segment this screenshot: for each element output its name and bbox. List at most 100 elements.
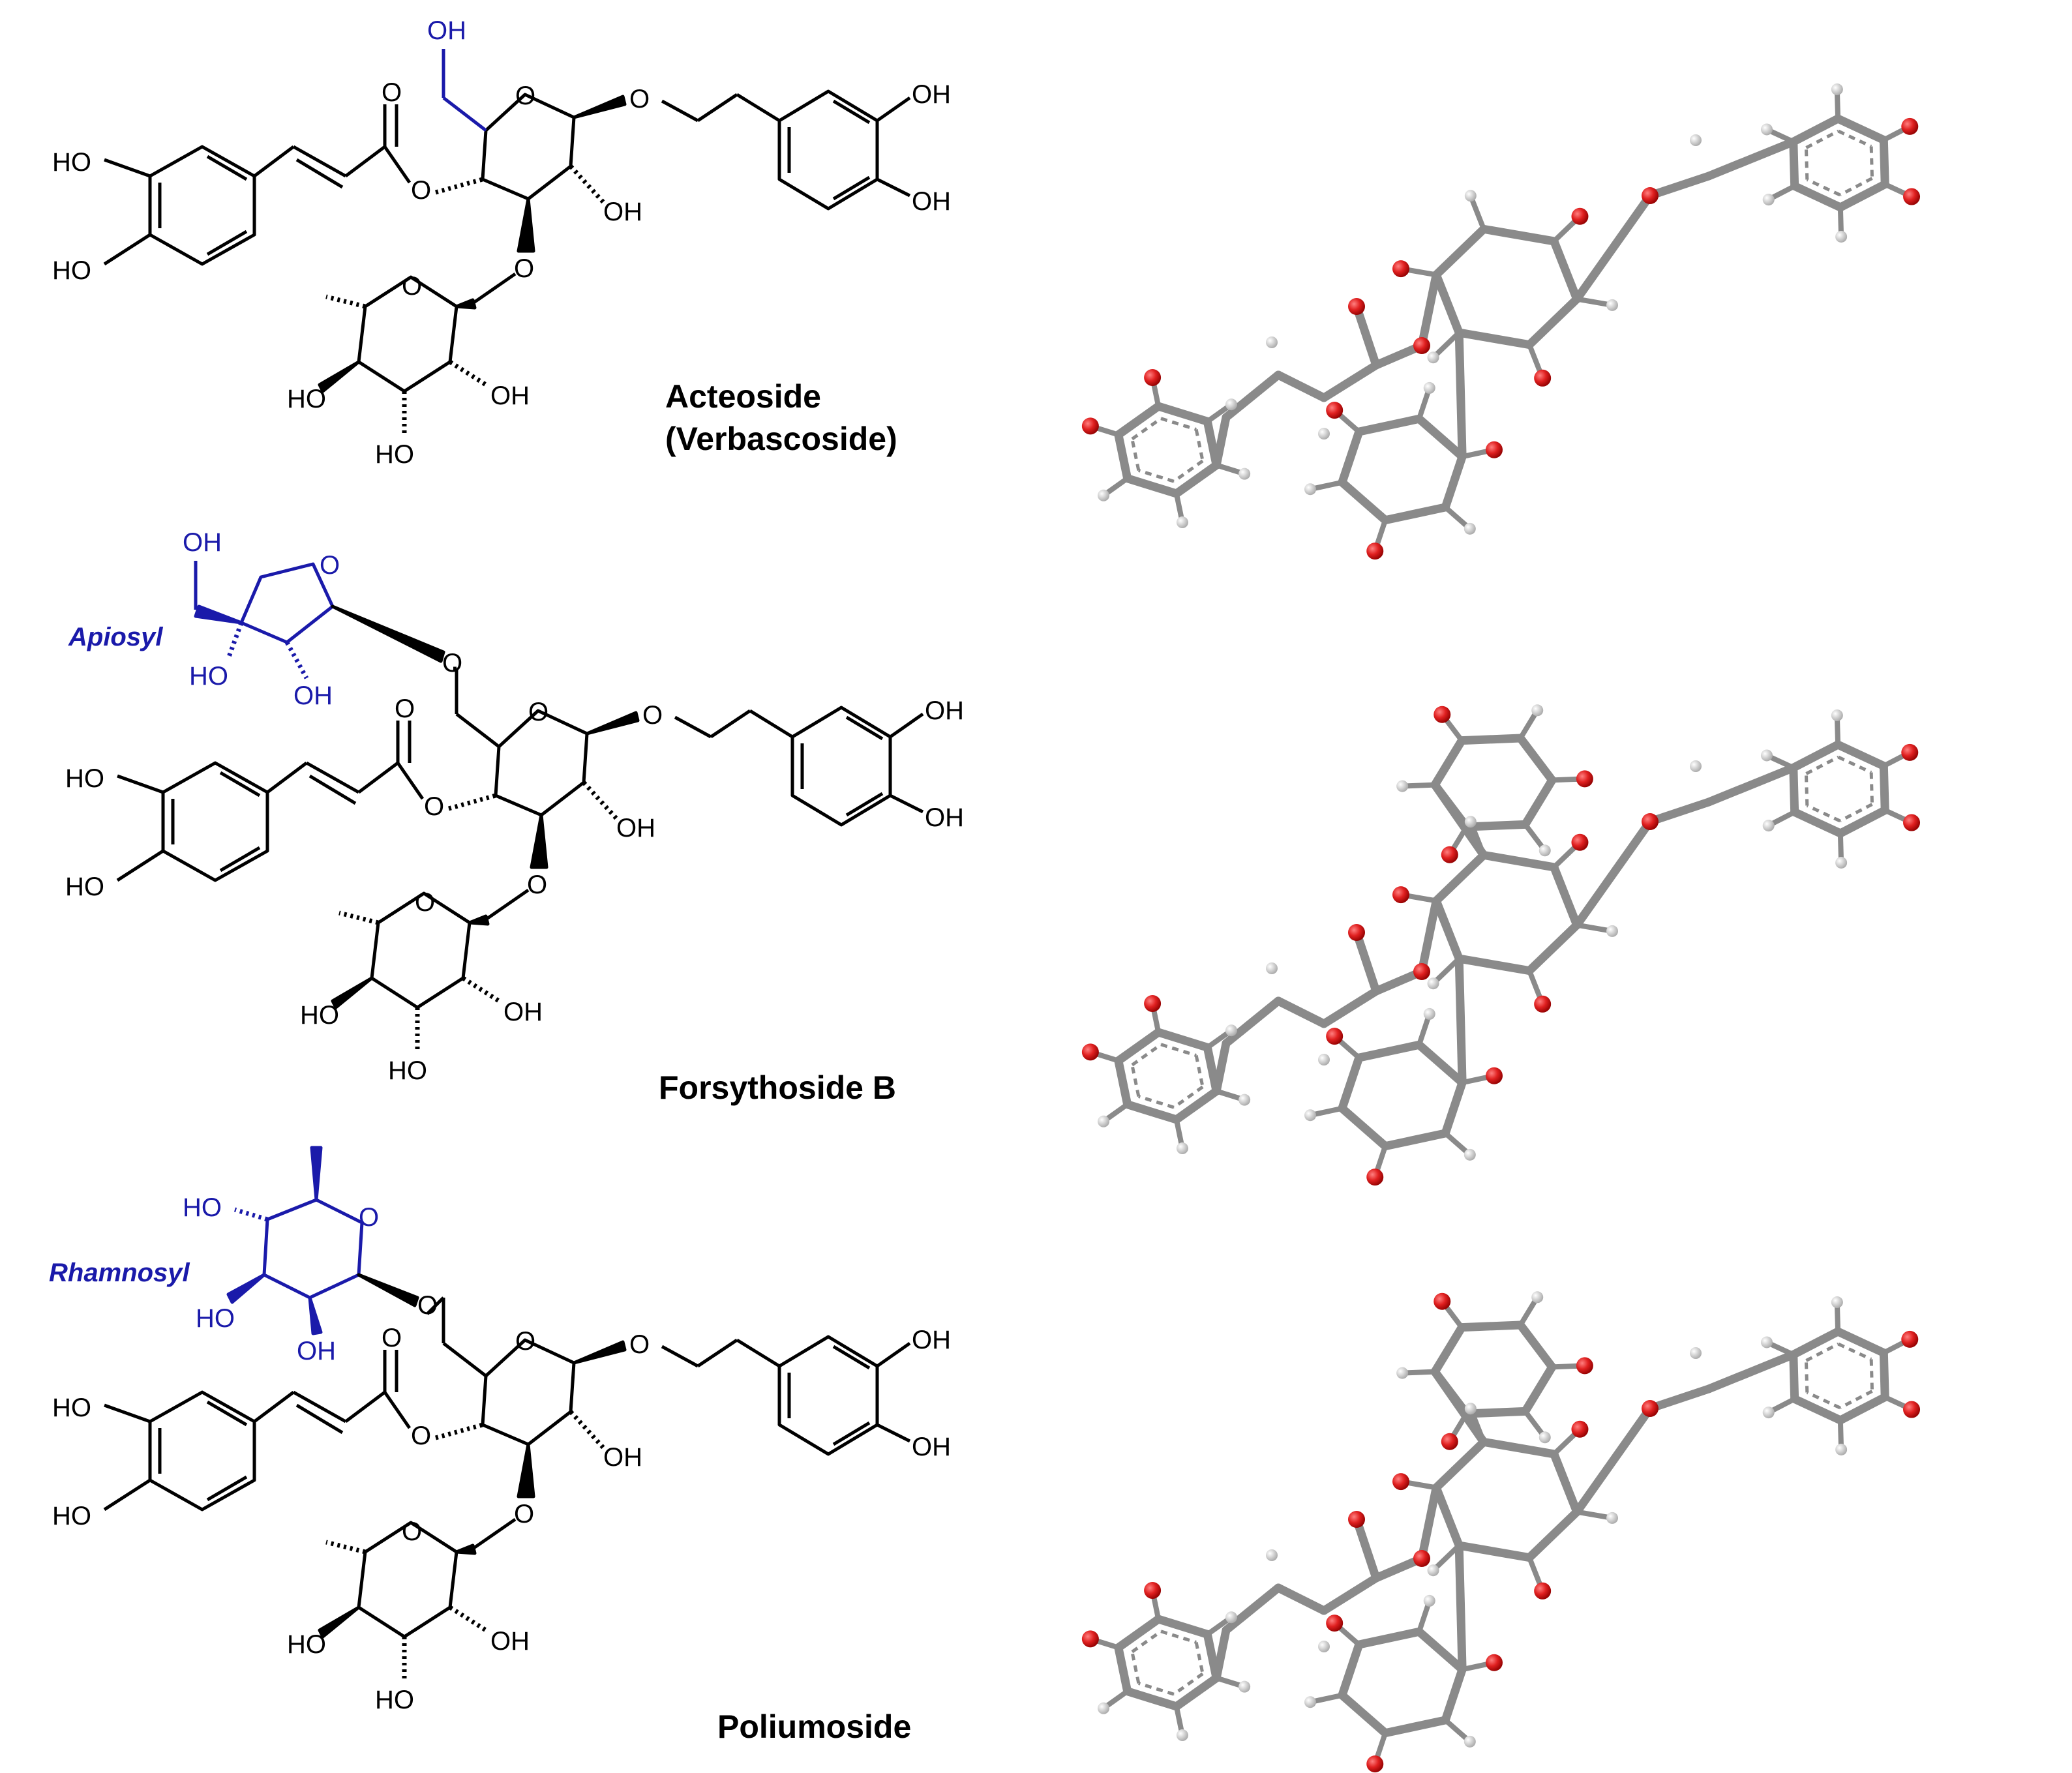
oxygen-atom (1534, 995, 1552, 1013)
hydrogen-atom (1606, 925, 1619, 937)
hydrogen-atom (1427, 351, 1439, 364)
hydrogen-atom (1427, 977, 1439, 990)
oxygen-atom (1392, 260, 1409, 278)
hydrogen-atom (1690, 760, 1702, 772)
rhamnosyl-ring-o-label: O (359, 1203, 379, 1232)
compound-name: Forsythoside B (659, 1069, 896, 1106)
oxygen-atom (1576, 770, 1593, 788)
ho-label: HO (287, 385, 326, 413)
oxygen-atom (1366, 1755, 1384, 1773)
ho-label: HO (65, 764, 104, 793)
hydrogen-atom (1304, 483, 1316, 496)
oxygen-atom (1144, 368, 1162, 386)
hydrogen-atom (1423, 1594, 1435, 1607)
oxygen-atom (1366, 1169, 1384, 1186)
oxygen-atom (1434, 1292, 1451, 1310)
hydrogen-atom (1098, 489, 1110, 501)
oxygen-atom (1081, 417, 1099, 435)
oxygen-atom (1571, 833, 1589, 851)
oh-label: OH (912, 187, 951, 216)
oxygen-atom (1901, 1330, 1919, 1348)
hydrogen-atom (1098, 1702, 1110, 1714)
hydrogen-atom (1760, 1336, 1773, 1348)
hydrogen-atom (1539, 1431, 1551, 1444)
hydrogen-atom (1606, 299, 1619, 311)
hydrogen-atom (1318, 1641, 1330, 1652)
ring-o-label: O (415, 888, 435, 917)
hydrogen-atom (1762, 194, 1775, 206)
ball-and-stick-model (1081, 704, 1921, 1186)
hydrogen-atom (1464, 522, 1476, 535)
acteoside-2d-structure: HO HO O O OH O O OH OH OH O O HO OH HO A… (52, 16, 951, 469)
oxygen-atom (1901, 743, 1919, 761)
ho-label: HO (52, 1502, 91, 1530)
oxygen-atom (1326, 1615, 1344, 1632)
ball-and-stick-model (1081, 83, 1921, 560)
oh-label: OH (912, 80, 951, 109)
rhamnosyl-tag: Rhamnosyl (49, 1259, 190, 1287)
ring-o-label: O (402, 272, 422, 301)
oxygen-atom (1534, 1582, 1552, 1600)
oxygen-atom (1571, 207, 1589, 225)
ho-label: HO (287, 1630, 326, 1659)
hydrogen-atom (1396, 1367, 1409, 1379)
oh-label: OH (603, 198, 642, 226)
oxygen-atom (1642, 1400, 1659, 1417)
hydrogen-atom (1531, 1291, 1544, 1304)
rhamnosyl-ho-label: HO (183, 1193, 222, 1222)
oxygen-atom (1326, 1028, 1344, 1045)
hydrogen-atom (1831, 1296, 1843, 1309)
oxygen-atom (1144, 1581, 1162, 1599)
oxygen-atom (1441, 846, 1458, 863)
oxygen-atom (1144, 994, 1162, 1012)
hydrogen-atom (1427, 1564, 1439, 1577)
oxygen-atom (1486, 1067, 1503, 1084)
hydrogen-atom (1225, 398, 1237, 411)
oh-label: OH (912, 1433, 951, 1461)
hydrogen-atom (1225, 1611, 1237, 1624)
oxygen-atom (1903, 814, 1921, 831)
ho-label: HO (375, 1686, 414, 1714)
ho-label: HO (52, 1393, 91, 1422)
ho-label: HO (375, 440, 414, 469)
hydrogen-atom (1098, 1115, 1110, 1127)
hydrogen-atom (1318, 428, 1330, 440)
ho-label: HO (300, 1001, 339, 1030)
hydrogen-atom (1835, 1443, 1848, 1455)
oxygen-atom (1901, 117, 1919, 135)
hydrogen-atom (1176, 1142, 1188, 1155)
oxygen-atom (1348, 1511, 1365, 1528)
hydrogen-atom (1396, 780, 1409, 792)
apiosyl-ch2oh-label: OH (183, 528, 222, 557)
hydrogen-atom (1304, 1696, 1316, 1708)
oxygen-atom (1486, 441, 1503, 458)
rhamnosyl-oh-label: OH (297, 1337, 336, 1365)
glycoside-o-label: O (629, 85, 650, 113)
compound-name-alt: (Verbascoside) (665, 421, 897, 457)
ho-label: HO (65, 872, 104, 901)
hydrogen-atom (1762, 1407, 1775, 1419)
hydrogen-atom (1464, 1403, 1477, 1415)
hydrogen-atom (1318, 1054, 1330, 1065)
hydrogen-atom (1464, 190, 1477, 202)
hydrogen-atom (1464, 1735, 1476, 1748)
hydrogen-atom (1831, 83, 1843, 96)
hydrogen-atom (1531, 704, 1544, 717)
oxygen-atom (1903, 188, 1921, 205)
oxygen-atom (1642, 813, 1659, 830)
oxygen-atom (1326, 402, 1344, 419)
hydrogen-atom (1606, 1512, 1619, 1524)
oh-label: OH (490, 1627, 530, 1656)
hydrogen-atom (1266, 1549, 1278, 1561)
ch2oh-label: OH (427, 16, 466, 45)
apiosyl-tag: Apiosyl (68, 623, 163, 651)
hydrogen-atom (1464, 816, 1477, 828)
oxygen-atom (1413, 337, 1430, 354)
hydrogen-atom (1176, 1729, 1188, 1742)
hydrogen-atom (1239, 1680, 1251, 1693)
hydrogen-atom (1176, 516, 1188, 529)
forsythoside-b-2d-structure: HO HO O O O O OH OH OH O O HO OH HO O O … (65, 528, 964, 1106)
glycoside-o-label: O (642, 701, 663, 730)
ring-o-label: O (402, 1517, 422, 1546)
hydrogen-atom (1539, 844, 1551, 857)
